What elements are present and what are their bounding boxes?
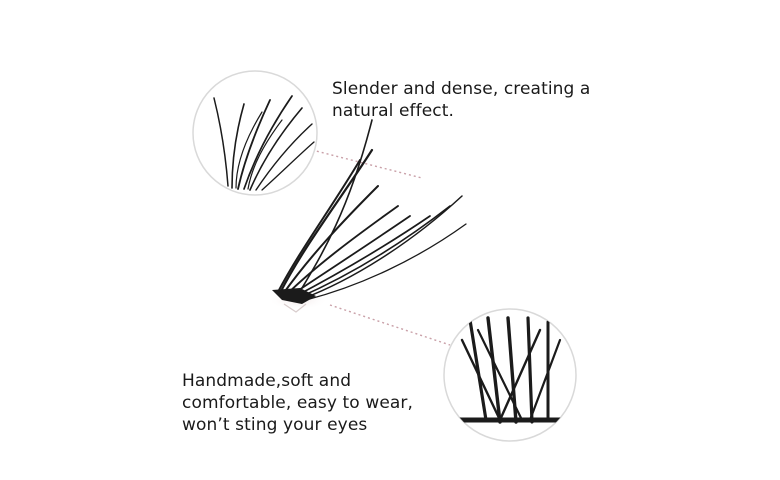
zoom-circle-bottom	[443, 308, 577, 442]
connector-line-bottom	[329, 304, 451, 346]
caption-top: Slender and dense, creating a natural ef…	[332, 79, 591, 121]
connector-line-top	[311, 149, 423, 179]
zoom-circle-top	[192, 70, 318, 196]
caption-bottom: Handmade,soft and comfortable, easy to w…	[182, 371, 413, 435]
lash-cluster	[268, 119, 467, 313]
